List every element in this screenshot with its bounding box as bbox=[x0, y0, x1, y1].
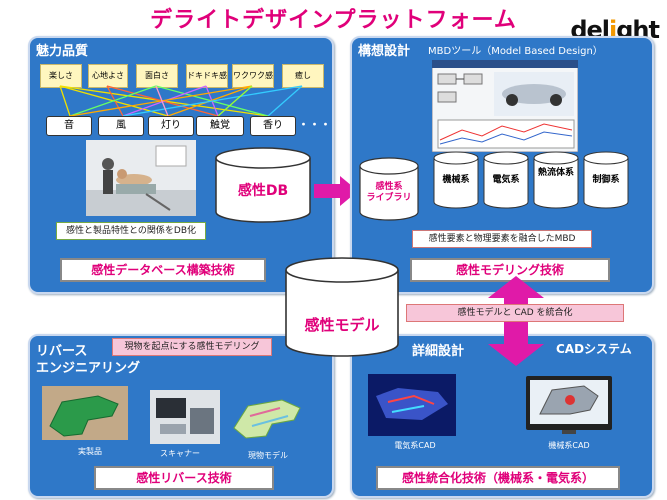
sense-scent: 香り bbox=[250, 116, 296, 136]
physical-model-image bbox=[233, 399, 301, 439]
cad-integration-bar: 感性モデルと CAD を統合化 bbox=[406, 304, 624, 322]
caption-scanner: スキャナー bbox=[160, 449, 200, 458]
caption-physical-model: 現物モデル bbox=[248, 451, 288, 460]
emotion-sense-links bbox=[59, 85, 303, 117]
kansei-db-note: 感性と製品特性との関係をDB化 bbox=[56, 222, 206, 240]
mbd-tool-subtitle: MBDツール（Model Based Design） bbox=[428, 46, 603, 57]
reverse-note: 現物を起点にする感性モデリング bbox=[112, 338, 272, 356]
electrical-cad-image bbox=[368, 374, 456, 436]
chip-comfort: 心地よさ bbox=[88, 64, 128, 88]
db-mechanical-label: 機械系 bbox=[442, 175, 470, 185]
experiment-photo bbox=[86, 140, 196, 216]
detailed-design-title: 詳細設計 bbox=[412, 344, 465, 359]
mbd-fusion-note: 感性要素と物理要素を融合したMBD bbox=[412, 230, 592, 248]
kansei-model-cylinder bbox=[285, 257, 399, 357]
small-db-cylinders bbox=[433, 151, 629, 209]
chip-healing: 癒し bbox=[282, 64, 324, 88]
scanner-image bbox=[150, 390, 220, 444]
caption-real-product: 実製品 bbox=[78, 447, 102, 456]
sense-ellipsis: ・・・ bbox=[298, 118, 331, 131]
cad-system-title: CADシステム bbox=[556, 342, 632, 356]
sense-wind: 風 bbox=[98, 116, 144, 136]
mechanical-cad-image bbox=[526, 376, 612, 434]
caption-electrical-cad: 電気系CAD bbox=[394, 441, 436, 450]
reverse-engineering-title-1: リバース bbox=[36, 344, 88, 359]
chip-interesting: 面白さ bbox=[136, 64, 178, 88]
db-thermofluid-label: 熱流体系 bbox=[537, 168, 574, 178]
attractive-quality-title: 魅力品質 bbox=[36, 44, 89, 59]
sense-touch: 触覚 bbox=[196, 116, 244, 136]
kansei-db-label: 感性DB bbox=[237, 183, 289, 199]
chip-excitement: ワクワク感 bbox=[232, 64, 274, 88]
chip-fun: 楽しさ bbox=[40, 64, 82, 88]
page-title: デライトデザインプラットフォーム bbox=[150, 8, 517, 33]
sense-light: 灯り bbox=[148, 116, 194, 136]
caption-mechanical-cad: 機械系CAD bbox=[548, 441, 590, 450]
kansei-reverse-tech: 感性リバース技術 bbox=[94, 466, 274, 490]
concept-design-title: 構想設計 bbox=[358, 44, 411, 59]
mbd-tool-screenshot bbox=[432, 60, 578, 152]
kansei-db-cylinder bbox=[215, 147, 311, 223]
db-control-label: 制御系 bbox=[592, 175, 620, 185]
sense-sound: 音 bbox=[46, 116, 92, 136]
reverse-engineering-title-2: エンジニアリング bbox=[36, 361, 141, 376]
kansei-library-label: 感性系 ライブラリ bbox=[366, 182, 412, 203]
real-product-image bbox=[42, 386, 128, 440]
kansei-library-cylinder bbox=[359, 157, 419, 221]
kansei-model-label: 感性モデル bbox=[304, 316, 380, 334]
kansei-database-tech: 感性データベース構築技術 bbox=[60, 258, 266, 282]
db-to-library-arrow bbox=[314, 176, 358, 206]
kansei-integration-tech: 感性統合化技術（機械系・電気系） bbox=[376, 466, 620, 490]
db-electrical-label: 電気系 bbox=[492, 175, 520, 185]
